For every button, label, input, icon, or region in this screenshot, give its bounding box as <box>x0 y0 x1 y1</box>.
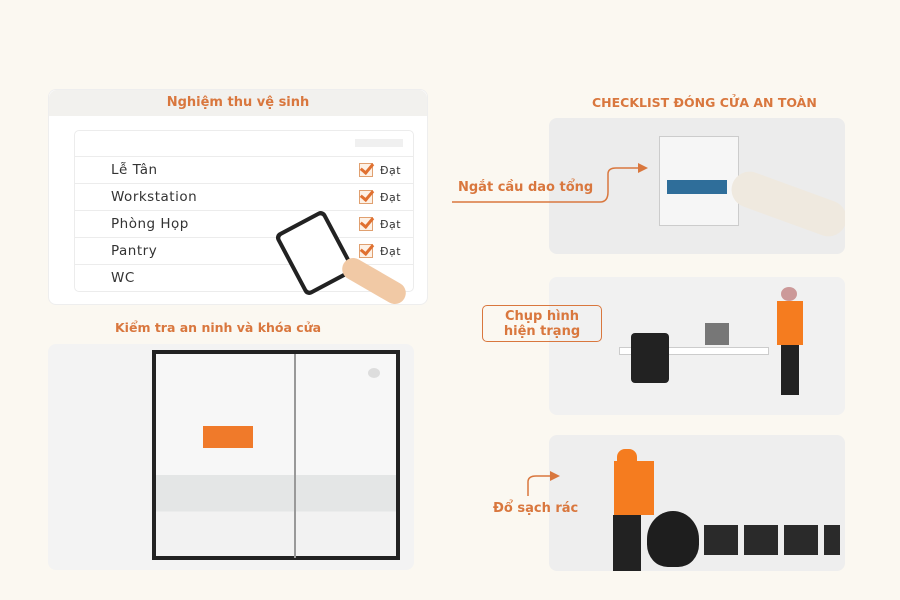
checkbox-icon[interactable] <box>359 163 373 177</box>
card-title: Nghiệm thu vệ sinh <box>49 90 427 116</box>
security-title: Kiểm tra an ninh và khóa cửa <box>115 320 322 335</box>
arrow-icon <box>527 471 560 496</box>
arrow-icon <box>452 163 648 203</box>
step-label: Ngắt cầu dao tổng <box>458 180 594 195</box>
trash-photo <box>549 435 845 571</box>
step-label: Đổ sạch rác <box>493 501 579 516</box>
breaker-photo <box>549 118 845 254</box>
table-row: WC <box>111 270 135 286</box>
checkbox-icon[interactable] <box>359 244 373 258</box>
checklist-title: CHECKLIST ĐÓNG CỬA AN TOÀN <box>592 95 817 110</box>
table-header <box>75 131 413 157</box>
office-photo <box>549 277 845 415</box>
checkbox-icon[interactable] <box>359 190 373 204</box>
glass-door-photo <box>48 344 414 570</box>
checkbox-icon[interactable] <box>359 217 373 231</box>
